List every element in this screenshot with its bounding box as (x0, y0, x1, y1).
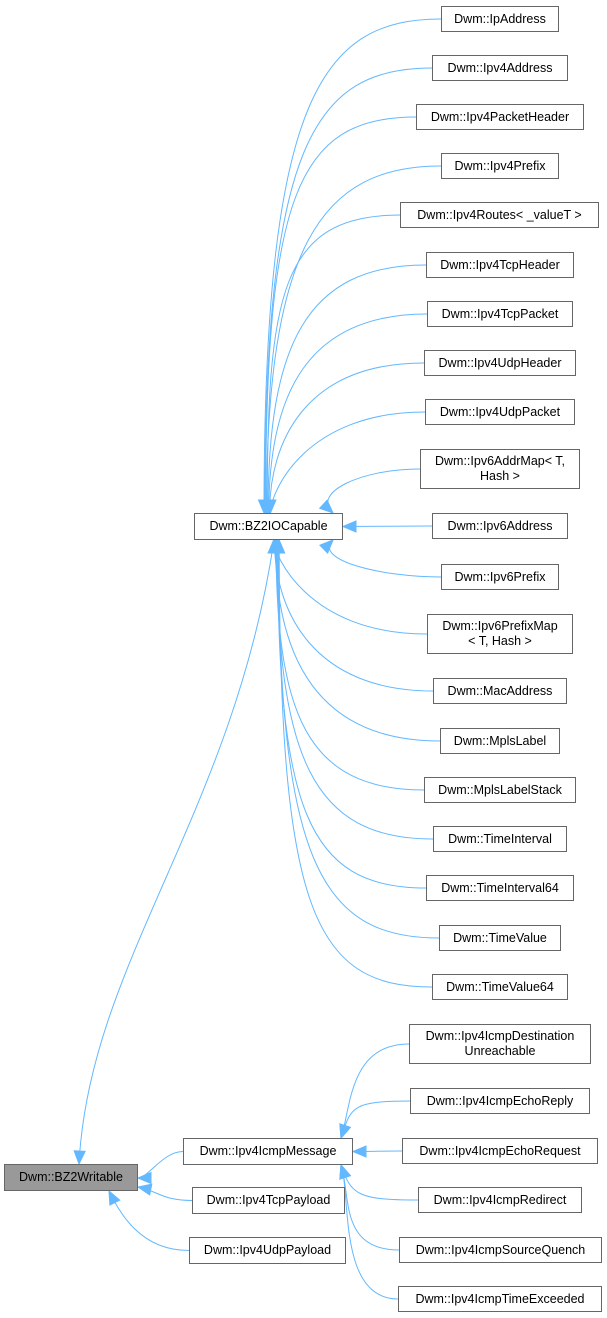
node-ipv4icmpechoreply[interactable]: Dwm::Ipv4IcmpEchoReply (410, 1088, 590, 1114)
node-timevalue64[interactable]: Dwm::TimeValue64 (432, 974, 568, 1000)
edge-node-ipv6addrmap-arrowhead (318, 499, 334, 514)
edge-bz2iocapable-arrowhead (73, 1150, 86, 1166)
node-macaddress[interactable]: Dwm::MacAddress (433, 678, 567, 704)
node-ipv4icmpsourcequench[interactable]: Dwm::Ipv4IcmpSourceQuench (399, 1237, 602, 1263)
edge-node-ipv4tcppacket (268, 313, 428, 514)
node-ipv4address[interactable]: Dwm::Ipv4Address (432, 55, 568, 81)
edge-node-ipv4packetheader (265, 116, 417, 514)
node-ipv4icmpdestinationunreachable[interactable]: Dwm::Ipv4IcmpDestination Unreachable (409, 1024, 591, 1064)
edge-node-ipv4routes (266, 214, 401, 514)
edge-node-ipv4prefix (265, 165, 442, 514)
edge-node-macaddress (273, 539, 434, 692)
edge-node-ipv4icmpechorequest-arrowhead (351, 1145, 367, 1158)
edge-node-ipv4icmptimeexceeded (340, 1164, 399, 1300)
edge-node-ipv4tcpheader (267, 264, 427, 514)
edge-node-mplslabel (274, 539, 441, 742)
edge-node-mplslabelstack (275, 539, 425, 791)
edge-node-ipv4icmpdestinationunreachable (340, 1043, 410, 1139)
node-ipv4tcpheader[interactable]: Dwm::Ipv4TcpHeader (426, 252, 574, 278)
edge-ipv4icmpmessage (137, 1151, 184, 1179)
node-ipv4packetheader[interactable]: Dwm::Ipv4PacketHeader (416, 104, 584, 130)
edge-node-ipv4icmpechoreply-arrowhead (339, 1123, 352, 1140)
edge-ipv4udppayload-arrowhead (108, 1189, 121, 1206)
node-ipv4tcppacket[interactable]: Dwm::Ipv4TcpPacket (427, 301, 573, 327)
node-mplslabel[interactable]: Dwm::MplsLabel (440, 728, 560, 754)
edge-node-timevalue64 (278, 539, 433, 988)
edge-node-timevalue64-arrowhead (272, 538, 286, 554)
edge-node-timeinterval64 (277, 539, 427, 889)
node-ipv6prefix[interactable]: Dwm::Ipv6Prefix (441, 564, 559, 590)
edge-node-ipv4udppacket-arrowhead (264, 499, 277, 515)
edge-node-ipv4udppacket (269, 411, 426, 514)
node-ipv4routes[interactable]: Dwm::Ipv4Routes< _valueT > (400, 202, 599, 228)
edge-node-ipaddress (263, 18, 442, 514)
edge-node-timevalue (277, 539, 440, 939)
edge-node-ipv4udpheader (269, 362, 425, 514)
node-ipv4udppayload[interactable]: Dwm::Ipv4UdpPayload (189, 1237, 346, 1264)
node-mplslabelstack[interactable]: Dwm::MplsLabelStack (424, 777, 576, 803)
node-timeinterval64[interactable]: Dwm::TimeInterval64 (426, 875, 574, 901)
edge-node-ipv4icmpechoreply (340, 1100, 411, 1139)
node-timevalue[interactable]: Dwm::TimeValue (439, 925, 561, 951)
node-ipv4udppacket[interactable]: Dwm::Ipv4UdpPacket (425, 399, 575, 425)
node-ipv6addrmap[interactable]: Dwm::Ipv6AddrMap< T, Hash > (420, 449, 580, 489)
node-ipv4tcppayload[interactable]: Dwm::Ipv4TcpPayload (192, 1187, 345, 1214)
edge-node-ipv4address (264, 67, 433, 514)
edge-node-ipv6prefixmap (273, 539, 428, 635)
node-ipv4icmpechorequest[interactable]: Dwm::Ipv4IcmpEchoRequest (402, 1138, 598, 1164)
edge-node-ipv6prefix-arrowhead (319, 539, 334, 554)
edge-node-ipv6prefix (329, 539, 442, 578)
node-timeinterval[interactable]: Dwm::TimeInterval (433, 826, 567, 852)
edge-node-ipv6addrmap (327, 468, 421, 514)
edge-node-ipv4icmptimeexceeded-arrowhead (339, 1163, 352, 1180)
node-ipv6address[interactable]: Dwm::Ipv6Address (432, 513, 568, 539)
node-ipv4icmpmessage[interactable]: Dwm::Ipv4IcmpMessage (183, 1138, 353, 1165)
node-ipv4icmpredirect[interactable]: Dwm::Ipv4IcmpRedirect (418, 1187, 582, 1213)
node-ipaddress[interactable]: Dwm::IpAddress (441, 6, 559, 32)
edge-node-ipv4icmpredirect (340, 1164, 419, 1201)
node-ipv4udpheader[interactable]: Dwm::Ipv4UdpHeader (424, 350, 576, 376)
edge-ipv4tcppayload-arrowhead (136, 1183, 153, 1196)
node-ipv4icmptimeexceeded[interactable]: Dwm::Ipv4IcmpTimeExceeded (398, 1286, 602, 1312)
edge-ipv4icmpmessage-arrowhead (136, 1171, 152, 1185)
node-bz2iocapable[interactable]: Dwm::BZ2IOCapable (194, 513, 343, 540)
node-ipv4prefix[interactable]: Dwm::Ipv4Prefix (441, 153, 559, 179)
node-ipv6prefixmap[interactable]: Dwm::Ipv6PrefixMap < T, Hash > (427, 614, 573, 654)
edge-bz2iocapable (78, 539, 275, 1165)
node-bz2writable: Dwm::BZ2Writable (4, 1164, 138, 1191)
edge-node-ipv6address-arrowhead (341, 520, 357, 533)
